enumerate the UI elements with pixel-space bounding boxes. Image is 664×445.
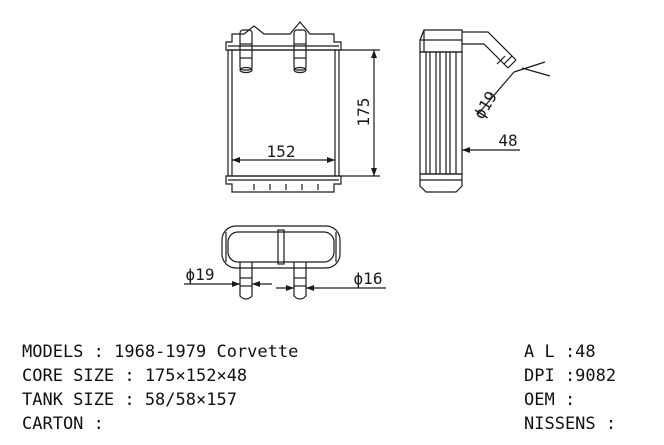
side-view: ϕ19 48 [419,29,551,193]
side-bottom-tank [419,173,463,193]
spec-nissens: NISSENS : [524,414,617,434]
side-core-tubes [425,52,457,174]
front-top-tank [225,21,342,51]
front-bottom-tank-ribs [253,184,319,190]
bottom-view: ϕ19 ϕ16 [184,225,386,300]
front-pipe-right [293,29,307,74]
front-view: 152 175 [225,21,380,193]
spec-oem: OEM : [524,390,576,410]
spec-tank-size: TANK SIZE : 58/58×157 [22,390,237,410]
front-bottom-tank [225,175,342,193]
spec-dpi: DPI :9082 [524,366,617,386]
side-bent-pipe [462,31,517,69]
bottom-inner-diameter-label: ϕ16 [354,269,383,288]
core-height-label: 175 [354,98,373,127]
spec-carton: CARTON : [22,414,104,434]
bottom-tank-outline [221,225,341,269]
bottom-tank-inner [227,231,335,263]
bottom-pipe-left [239,262,253,300]
bottom-inner-dimension-line [276,285,386,291]
width-dimension-line [232,157,335,163]
core-depth-label: 48 [498,131,517,150]
core-width-label: 152 [267,142,296,161]
spec-al: A L :48 [524,342,596,362]
spec-core-size: CORE SIZE : 175×152×48 [22,366,248,386]
spec-models: MODELS : 1968-1979 Corvette [22,342,299,362]
height-dimension-line [341,49,380,177]
side-pipe-dimension-line [477,61,551,115]
bottom-outer-dimension-line [184,281,272,287]
side-top-tank [419,29,463,53]
bottom-outer-diameter-label: ϕ19 [186,265,215,284]
bottom-tank-divider [277,229,285,265]
depth-dimension-line [462,147,520,153]
bottom-pipe-right [293,262,307,300]
front-pipe-left [239,29,253,74]
